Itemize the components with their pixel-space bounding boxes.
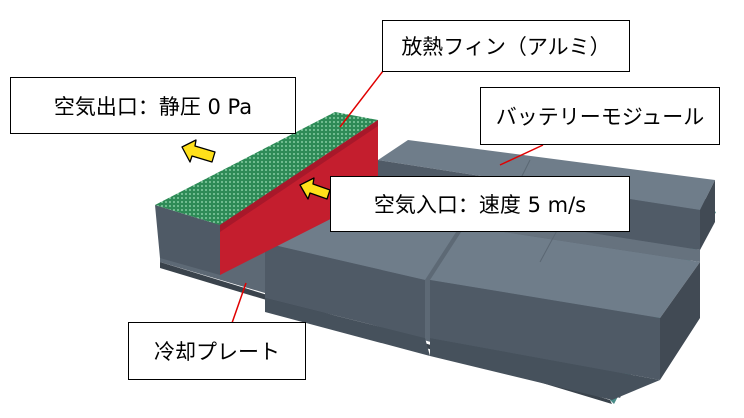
plate-label: 冷却プレート — [128, 322, 306, 380]
battery-module-front-right — [430, 226, 700, 380]
inlet-arrow-icon — [299, 177, 331, 200]
fin-label: 放熱フィン（アルミ） — [382, 20, 630, 72]
outlet-label: 空気出口：静圧 0 Pa — [10, 77, 296, 134]
inlet-label: 空気入口：速度 5 m/s — [330, 176, 630, 232]
module-label: バッテリーモジュール — [480, 87, 720, 145]
outlet-arrow-icon — [181, 139, 216, 163]
leader-lines — [231, 70, 544, 324]
battery-module-front-edge — [265, 298, 660, 400]
heat-sink-fins — [155, 112, 378, 275]
